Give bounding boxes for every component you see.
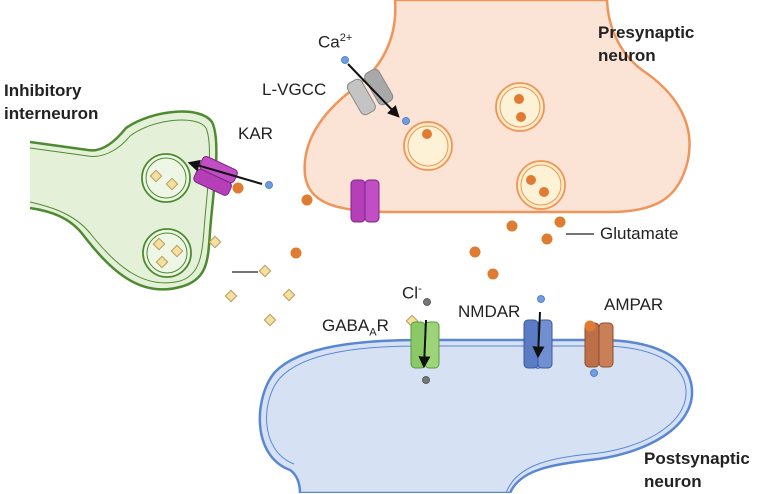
presynaptic-vesicle — [516, 160, 566, 210]
glutamate-molecule — [526, 175, 536, 185]
inhibitory-interneuron-inner — [29, 119, 210, 284]
presynaptic-neuron-label: Presynaptic neuron — [598, 23, 695, 65]
gaba-vesicle — [141, 153, 191, 203]
chloride-influx-arrow — [418, 319, 431, 369]
calcium-influx-arrow — [347, 63, 400, 118]
kar-interneuron-channel — [193, 156, 238, 196]
glutamate-molecule — [584, 320, 596, 332]
kar-label: KAR — [238, 124, 273, 143]
ampar-label: AMPAR — [604, 295, 664, 314]
presynaptic-vesicle — [495, 82, 545, 132]
presynaptic-vesicle — [403, 121, 453, 171]
gaba-molecule — [170, 244, 184, 258]
chloride-label: Cl- — [402, 283, 422, 303]
lvgcc-label: L-VGCC — [262, 80, 327, 99]
glutamate-molecule — [539, 187, 549, 197]
gaba-vesicle — [142, 228, 192, 278]
inhibitory-interneuron-label: Inhibitory interneuron — [4, 81, 99, 123]
nmdar-label: NMDAR — [458, 302, 521, 321]
calcium-label: Ca2+ — [318, 32, 353, 52]
postsynaptic-neuron — [258, 338, 694, 493]
kar-current-arrow — [187, 159, 263, 185]
gabaa-receptor-label: GABAAR — [322, 316, 389, 339]
glutamate-label: Glutamate — [600, 224, 679, 243]
nmda-current-arrow — [532, 311, 545, 359]
glutamate-molecule — [516, 112, 526, 122]
kar-presynaptic-channel — [350, 179, 380, 223]
ampa-receptor — [584, 320, 614, 368]
postsynaptic-neuron-label: Postsynaptic neuron — [644, 449, 750, 491]
gaba-molecule — [149, 169, 163, 183]
lvgcc-channel — [346, 68, 394, 116]
free-glutamate — [232, 182, 566, 280]
gaba-molecule — [152, 237, 166, 251]
gaba-molecule — [165, 177, 179, 191]
postsynaptic-neuron-inner — [266, 345, 687, 493]
gaba-molecule — [155, 255, 169, 269]
glutamate-molecule — [514, 94, 524, 104]
free-gaba — [208, 235, 419, 328]
chloride-ion — [422, 298, 431, 384]
glutamate-molecule — [422, 129, 432, 139]
